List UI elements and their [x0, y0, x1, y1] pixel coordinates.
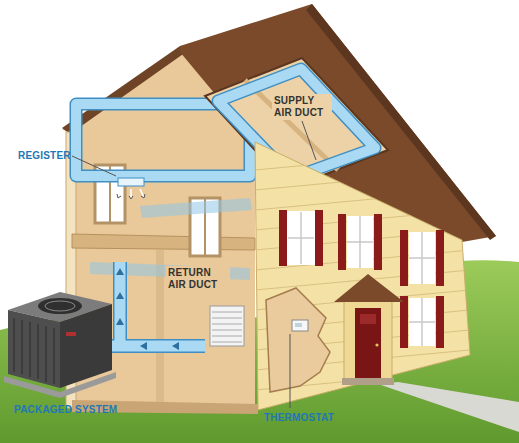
wall-cutaway: [266, 288, 330, 392]
register-vent: [118, 178, 144, 186]
thermostat-display: [295, 323, 302, 327]
callout-label: THERMOSTAT: [264, 412, 334, 424]
window: [409, 232, 435, 284]
window-mullion: [288, 212, 314, 264]
unit-side: [8, 310, 60, 388]
shutter: [400, 230, 408, 286]
upper-floor: [72, 234, 255, 250]
leader-line: [302, 121, 316, 160]
window: [347, 216, 373, 268]
leader-line: [290, 334, 291, 408]
shutter: [374, 214, 382, 270]
shutter: [315, 210, 323, 266]
window: [288, 212, 314, 264]
fan-grille: [38, 298, 82, 314]
air-flow-arrows: [117, 194, 145, 199]
front-door: [355, 308, 381, 378]
return-duct-outline: [113, 262, 127, 346]
window-mullion: [409, 232, 435, 284]
callout-label: REGISTER: [18, 150, 71, 162]
floor-duct: [140, 198, 252, 218]
unit-pad: [4, 372, 116, 398]
porch-wall: [344, 300, 392, 380]
coil-fins: [14, 318, 54, 384]
unit-front: [60, 304, 112, 388]
return-grille: [210, 306, 244, 346]
thermostat: [292, 320, 308, 331]
packaged-unit: [4, 292, 116, 398]
door-panel: [360, 314, 376, 324]
shutter: [436, 230, 444, 286]
callout-label: SUPPLY AIR DUCT: [272, 94, 332, 120]
air-flow-arrows: [118, 189, 144, 199]
front-door-porch: [334, 274, 404, 385]
shutter: [400, 296, 408, 348]
window: [409, 298, 435, 346]
door-knob: [375, 343, 378, 346]
porch-roof: [334, 274, 404, 302]
return-air-duct: [115, 262, 126, 346]
callout-label: RETURN AIR DUCT: [166, 266, 230, 292]
walkway: [378, 382, 519, 432]
grille-slats: [212, 312, 242, 342]
step: [342, 378, 394, 385]
window-mullion: [409, 298, 435, 346]
window-mullion: [347, 216, 373, 268]
front-facade: [255, 142, 470, 410]
shutter: [436, 296, 444, 348]
callout-label: PACKAGED SYSTEM: [14, 404, 117, 416]
shutter: [338, 214, 346, 270]
shutter: [279, 210, 287, 266]
brand-badge: [66, 332, 76, 336]
fan-grille-ring: [45, 301, 75, 311]
leader-line: [72, 156, 116, 176]
